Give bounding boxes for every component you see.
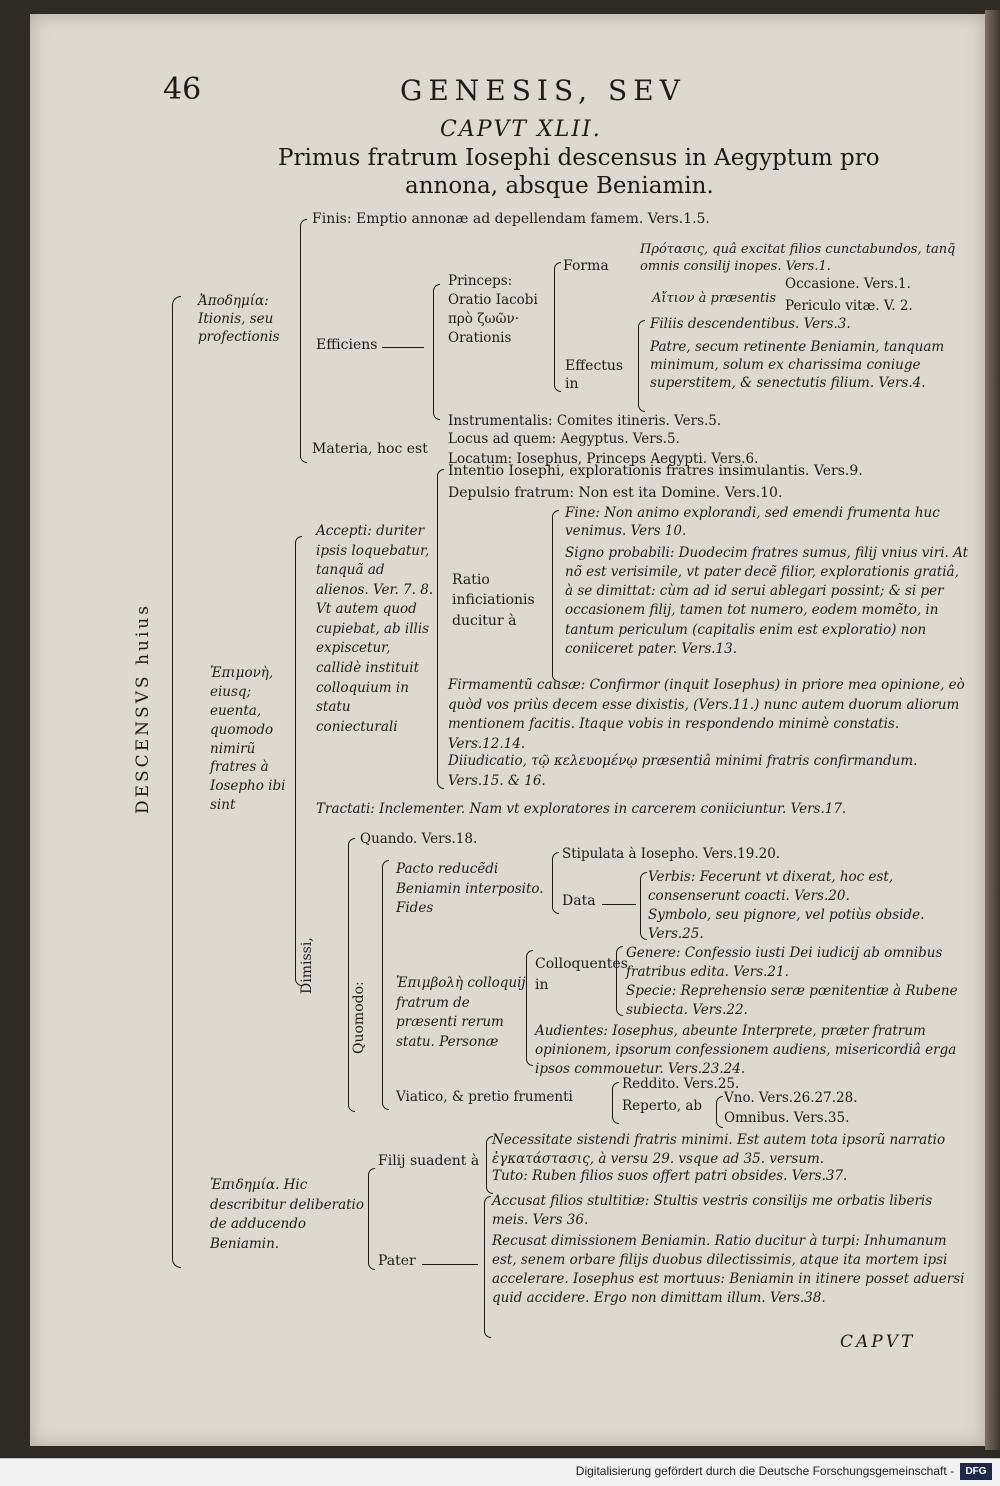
- efficiens-brace: [433, 284, 440, 420]
- specie-line: Specie: Reprehensio seræ pœnitentiæ à Ru…: [626, 983, 958, 1018]
- reddito-line: Reddito. Vers.25.: [622, 1076, 740, 1092]
- effectus-brace: [638, 320, 645, 412]
- viatico-label: Viatico, & pretio frumenti: [396, 1089, 573, 1105]
- reperto-brace: [716, 1096, 723, 1128]
- quomodo-brace: [382, 860, 389, 1110]
- data-brace: [640, 872, 647, 940]
- stipulata-line: Stipulata à Iosepho. Vers.19.20.: [562, 846, 781, 862]
- signo-line: Signo probabili: Duodecim fratres sumus,…: [565, 545, 969, 657]
- materia-label: Materia, hoc est: [312, 441, 428, 457]
- descensus-vertical-label: DESCENSVS huius: [133, 603, 153, 814]
- pater-arrow: [422, 1264, 478, 1265]
- catchword: CAPVT: [840, 1332, 916, 1352]
- effectus-label: Effectus in: [565, 358, 624, 393]
- symbolo-line: Symbolo, seu pignore, vel potiùs obside.…: [648, 907, 925, 942]
- dfg-logo-icon: DFG: [960, 1463, 992, 1480]
- verbis-line: Verbis: Fecerunt vt dixerat, hoc est, co…: [648, 869, 894, 904]
- colloquentes-brace: [616, 946, 623, 1016]
- depulsio-line: Depulsio fratrum: Non est ita Domine. Ve…: [448, 485, 783, 501]
- tractati-line: Tractati: Inclementer. Nam vt explorator…: [316, 801, 847, 817]
- omnibus-line: Omnibus. Vers.35.: [724, 1110, 850, 1126]
- footer-bar: Digitalisierung gefördert durch die Deut…: [0, 1458, 1000, 1486]
- recusat-line: Recusat dimissionem Beniamin. Ratio duci…: [492, 1233, 965, 1307]
- epimbole-label: Ἐπιμβολὴ colloquij fratrum de præsenti r…: [396, 975, 526, 1050]
- filiis-line: Filiis descendentibus. Vers.3.: [650, 316, 851, 332]
- locatum-line: Locatum: Iosephus, Princeps Aegypti. Ver…: [448, 451, 759, 467]
- forma-protasis: Πρότασις, quâ excitat filios cunctabundo…: [640, 242, 956, 274]
- book-page: 46 GENESIS, SEV CAPVT XLII. Primus fratr…: [30, 14, 985, 1446]
- audientes-line: Audientes: Iosephus, abeunte Interprete,…: [535, 1023, 957, 1077]
- efficiens-arrow: [382, 347, 424, 348]
- pater-label: Pater: [378, 1253, 416, 1269]
- necessitate-line: Necessitate sistendi fratris minimi. Est…: [492, 1132, 946, 1167]
- ratio-brace: [552, 510, 559, 682]
- princeps-brace: [554, 262, 561, 392]
- footer-text: Digitalisierung gefördert durch die Deut…: [575, 1464, 954, 1478]
- filij-label: Filij suadent à: [378, 1153, 480, 1169]
- data-arrow: [602, 904, 636, 905]
- dimissi-brace: [348, 838, 355, 1112]
- pater-brace: [484, 1196, 491, 1338]
- personae-brace: [526, 950, 533, 1066]
- page-number: 46: [163, 72, 202, 107]
- accusat-line: Accusat filios stultitiæ: Stultis vestri…: [492, 1193, 933, 1228]
- data-label: Data: [562, 893, 596, 909]
- occasione-item: Occasione. Vers.1.: [785, 276, 911, 292]
- patre-line: Patre, secum retinente Beniamin, tanquam…: [650, 339, 945, 392]
- epidemia-label: Ἐπιδημία. Hic describitur deliberatio de…: [210, 1177, 364, 1252]
- chapter-heading: CAPVT XLII.: [440, 117, 602, 142]
- colloquentes-label: Colloquentes in: [535, 956, 628, 993]
- tuto-line: Tuto: Ruben filios suos offert patri obs…: [492, 1168, 848, 1184]
- fides-brace: [552, 852, 559, 914]
- vno-line: Vno. Vers.26.27.28.: [724, 1090, 858, 1106]
- locus-line: Locus ad quem: Aegyptus. Vers.5.: [448, 431, 680, 447]
- dimissi-label: Dimissi,: [299, 937, 315, 994]
- accepti-brace: [437, 469, 444, 789]
- accepti-label: Accepti: duriter ipsis loquebatur, tanqu…: [316, 523, 434, 735]
- aition-label: Αἴτιον à præsentis: [652, 291, 777, 306]
- quando-line: Quando. Vers.18.: [360, 831, 478, 847]
- efficiens-label: Efficiens: [316, 337, 378, 353]
- epimone-brace: [295, 536, 302, 986]
- epimone-label: Ἐπιμονὴ, eiusq; euenta, quomodo nimirũ f…: [210, 665, 286, 814]
- title-line-2: annona, absque Beniamin.: [405, 173, 714, 199]
- filij-brace: [486, 1136, 493, 1194]
- intentio-line: Intentio Iosephi, explorationis fratres …: [448, 463, 863, 479]
- forma-label: Forma: [563, 258, 609, 274]
- book-edge: [985, 10, 1000, 1450]
- running-title: GENESIS, SEV: [400, 74, 686, 107]
- diiudicatio-line: Diiudicatio, τῷ κελευομένῳ præsentiâ min…: [448, 753, 918, 789]
- reperto-label: Reperto, ab: [622, 1098, 703, 1114]
- ratio-label: Ratio inficiationis ducitur à: [452, 572, 535, 629]
- title-line-1: Primus fratrum Iosephi descensus in Aegy…: [278, 145, 880, 171]
- finis-line: Finis: Emptio annonæ ad depellendam fame…: [312, 211, 710, 227]
- princeps-label: Princeps: Oratio Iacobi πρὸ ζωῶν· Oratio…: [448, 273, 538, 346]
- epidemia-brace: [368, 1168, 375, 1270]
- instrumentalis-line: Instrumentalis: Comites itineris. Vers.5…: [448, 413, 722, 429]
- pacto-label: Pacto reducẽdi Beniamin interposito. Fid…: [396, 861, 544, 917]
- main-brace: [172, 296, 181, 1268]
- apodemia-label: Ἀποδημία: Itionis, seu profectionis: [198, 293, 280, 346]
- fine-line: Fine: Non animo explorandi, sed emendi f…: [565, 505, 940, 540]
- viatico-brace: [612, 1082, 619, 1124]
- apodemia-brace: [300, 219, 307, 463]
- quomodo-label: Quomodo:: [351, 981, 367, 1054]
- genere-line: Genere: Confessio iusti Dei iudicij ab o…: [626, 945, 943, 980]
- periculo-item: Periculo vitæ. V. 2.: [785, 298, 913, 314]
- firmamentum-line: Firmamentũ causæ: Confirmor (inquit Iose…: [448, 677, 965, 752]
